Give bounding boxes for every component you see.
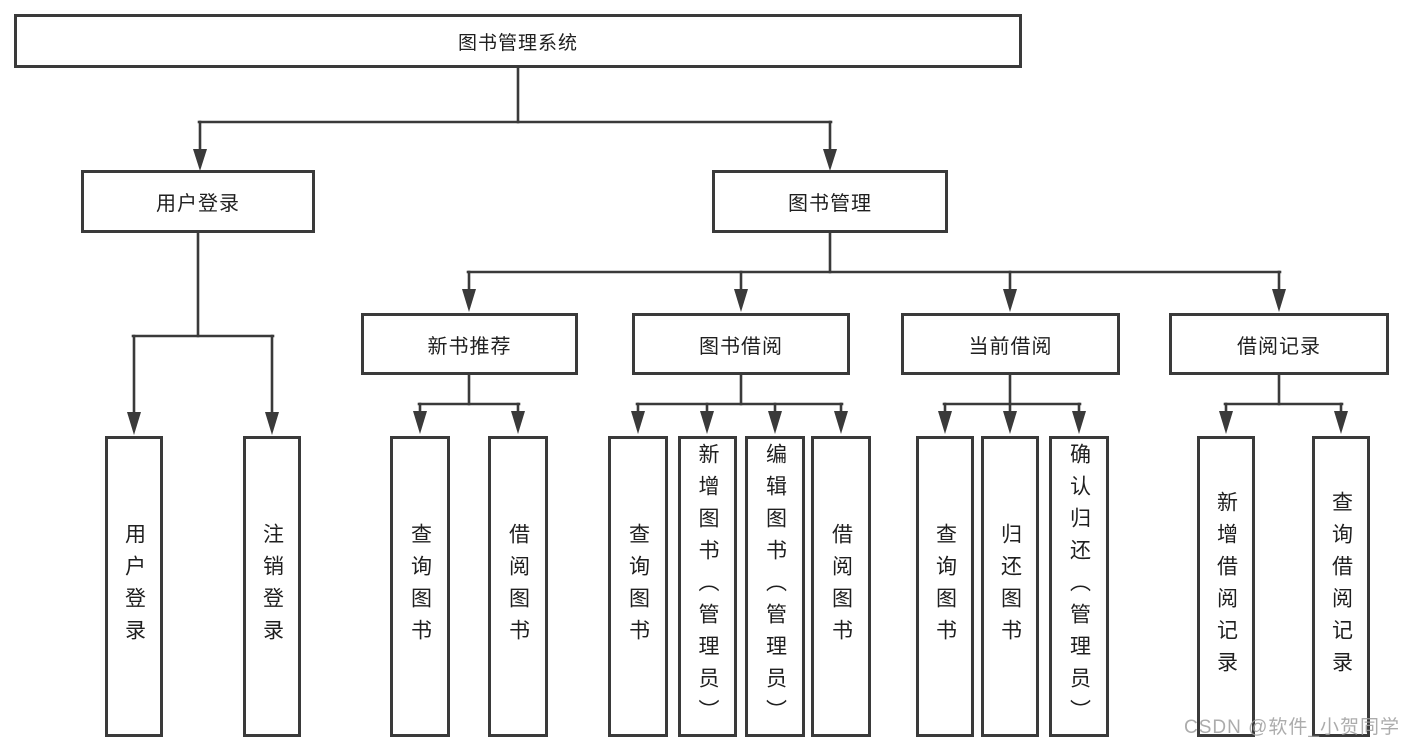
connector-book-mgmt-to-level3 [462, 231, 1286, 312]
node-leaf-nb-borrow-books: 借阅图书 [488, 436, 548, 737]
node-leaf-cb-confirm-return-admin-label: 确认归还（管理员） [1067, 442, 1091, 731]
node-leaf-br-query-record-label: 查询借阅记录 [1329, 490, 1353, 683]
node-leaf-user-login-label: 用户登录 [122, 522, 146, 651]
node-borrow-record: 借阅记录 [1169, 313, 1389, 375]
node-leaf-user-login: 用户登录 [105, 436, 163, 737]
connector-new-book-rec-to-leaves [413, 373, 525, 434]
node-leaf-nb-borrow-books-label: 借阅图书 [506, 522, 530, 651]
node-user-login: 用户登录 [81, 170, 315, 233]
node-leaf-logout: 注销登录 [243, 436, 301, 737]
node-leaf-cb-confirm-return-admin: 确认归还（管理员） [1049, 436, 1109, 737]
node-leaf-cb-return-books: 归还图书 [981, 436, 1039, 737]
node-current-borrow-label: 当前借阅 [968, 335, 1053, 358]
node-leaf-bb-add-books-admin-label: 新增图书（管理员） [696, 442, 719, 731]
node-leaf-cb-query-books-label: 查询图书 [933, 522, 957, 651]
node-book-borrow-label: 图书借阅 [699, 335, 783, 358]
node-leaf-br-add-record: 新增借阅记录 [1197, 436, 1255, 737]
node-leaf-bb-borrow-books: 借阅图书 [811, 436, 871, 737]
node-book-management: 图书管理 [712, 170, 948, 233]
node-leaf-bb-edit-books-admin-label: 编辑图书（管理员） [763, 442, 787, 731]
node-book-borrow: 图书借阅 [632, 313, 850, 375]
node-leaf-bb-query-books-label: 查询图书 [626, 522, 650, 651]
node-leaf-nb-query-books-label: 查询图书 [408, 522, 432, 651]
node-leaf-bb-edit-books-admin: 编辑图书（管理员） [745, 436, 805, 737]
node-borrow-record-label: 借阅记录 [1237, 335, 1321, 358]
node-leaf-nb-query-books: 查询图书 [390, 436, 450, 737]
connector-current-borrow-to-leaves [938, 373, 1086, 434]
node-new-book-recommend-label: 新书推荐 [427, 335, 512, 358]
node-leaf-cb-return-books-label: 归还图书 [998, 522, 1022, 651]
node-book-management-label: 图书管理 [788, 193, 872, 215]
node-current-borrow: 当前借阅 [901, 313, 1120, 375]
node-library-system-label: 图书管理系统 [457, 32, 578, 54]
connector-root-to-level2 [193, 66, 837, 171]
node-leaf-cb-query-books: 查询图书 [916, 436, 974, 737]
node-library-system: 图书管理系统 [14, 14, 1022, 68]
connector-borrow-record-to-leaves [1219, 373, 1348, 434]
connector-user-login-to-leaves [127, 231, 279, 435]
connector-book-borrow-to-leaves [631, 373, 848, 434]
node-leaf-br-query-record: 查询借阅记录 [1312, 436, 1370, 737]
node-new-book-recommend: 新书推荐 [361, 313, 578, 375]
csdn-watermark: CSDN @软件_小贺同学 [1184, 717, 1400, 738]
node-leaf-bb-add-books-admin: 新增图书（管理员） [678, 436, 737, 737]
node-leaf-logout-label: 注销登录 [260, 522, 284, 651]
node-leaf-bb-query-books: 查询图书 [608, 436, 668, 737]
node-user-login-label: 用户登录 [156, 193, 240, 215]
node-leaf-bb-borrow-books-label: 借阅图书 [829, 522, 853, 651]
node-leaf-br-add-record-label: 新增借阅记录 [1214, 490, 1238, 683]
